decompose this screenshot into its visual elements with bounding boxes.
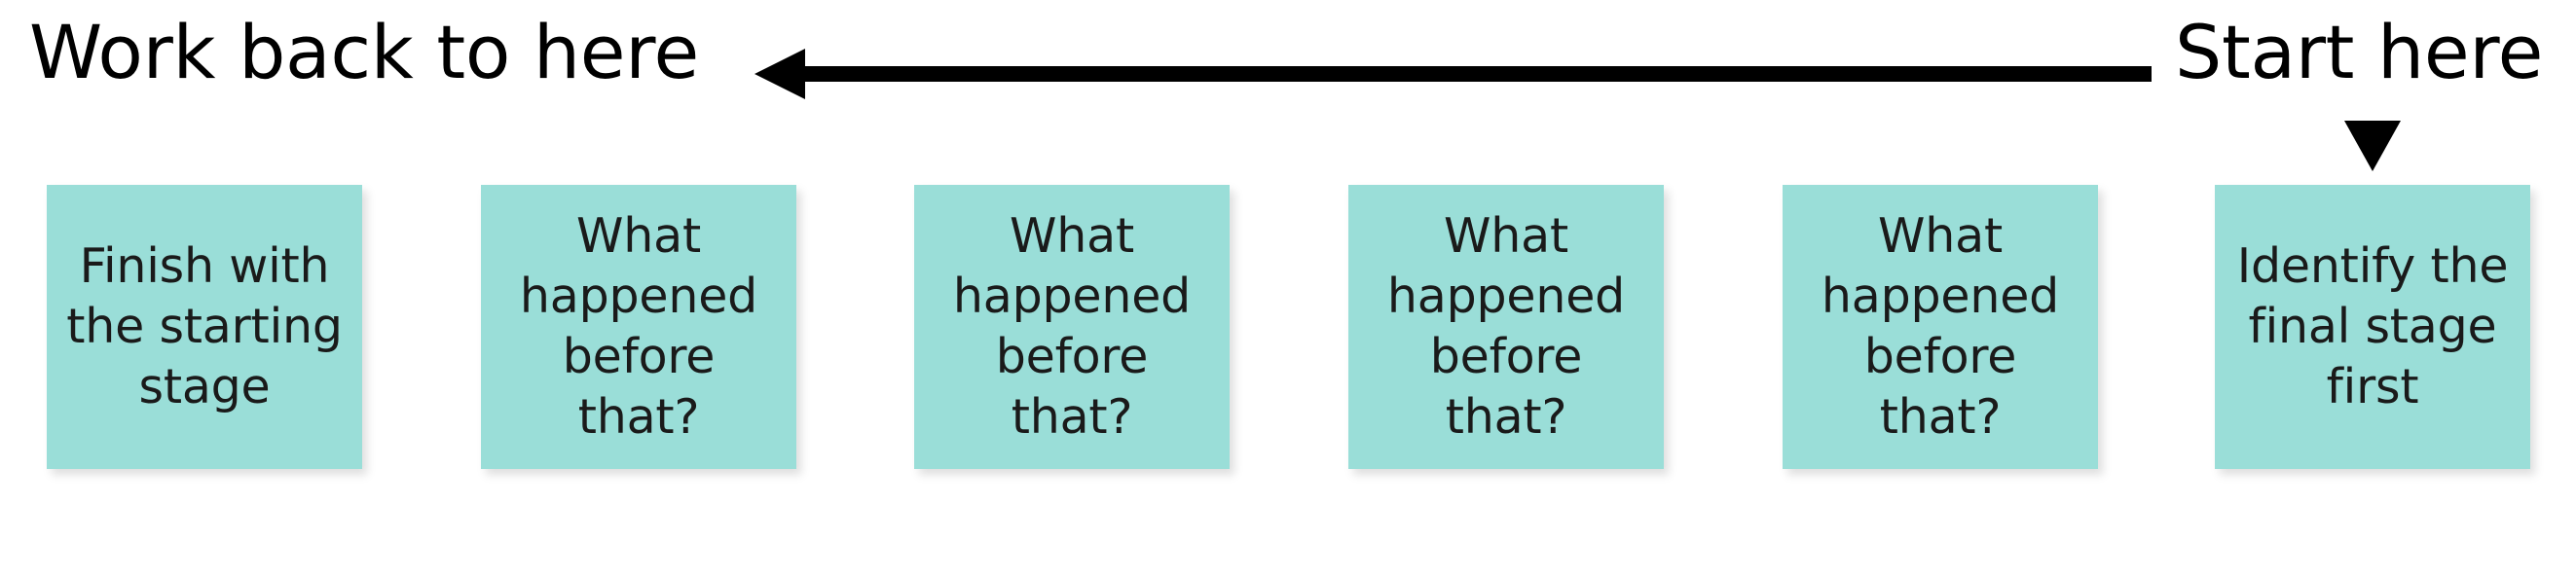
stage-note[interactable]: What happened before that? (1783, 185, 2098, 469)
stage-note-text: What happened before that? (1821, 208, 2060, 445)
stage-note-text: Identify the final stage first (2236, 238, 2509, 414)
stage-note[interactable]: Identify the final stage first (2215, 185, 2530, 469)
work-back-to-here-label: Work back to here (29, 9, 699, 95)
stage-note-text: What happened before that? (1386, 208, 1626, 445)
stage-note[interactable]: What happened before that? (1348, 185, 1664, 469)
start-here-label: Start here (2175, 9, 2544, 95)
stage-note[interactable]: What happened before that? (481, 185, 796, 469)
stage-note[interactable]: Finish with the starting stage (47, 185, 362, 469)
stage-note-text: What happened before that? (952, 208, 1192, 445)
stage-note-text: What happened before that? (519, 208, 758, 445)
stage-note[interactable]: What happened before that? (914, 185, 1230, 469)
down-triangle-icon (2344, 121, 2401, 171)
stage-note-text: Finish with the starting stage (66, 238, 343, 414)
